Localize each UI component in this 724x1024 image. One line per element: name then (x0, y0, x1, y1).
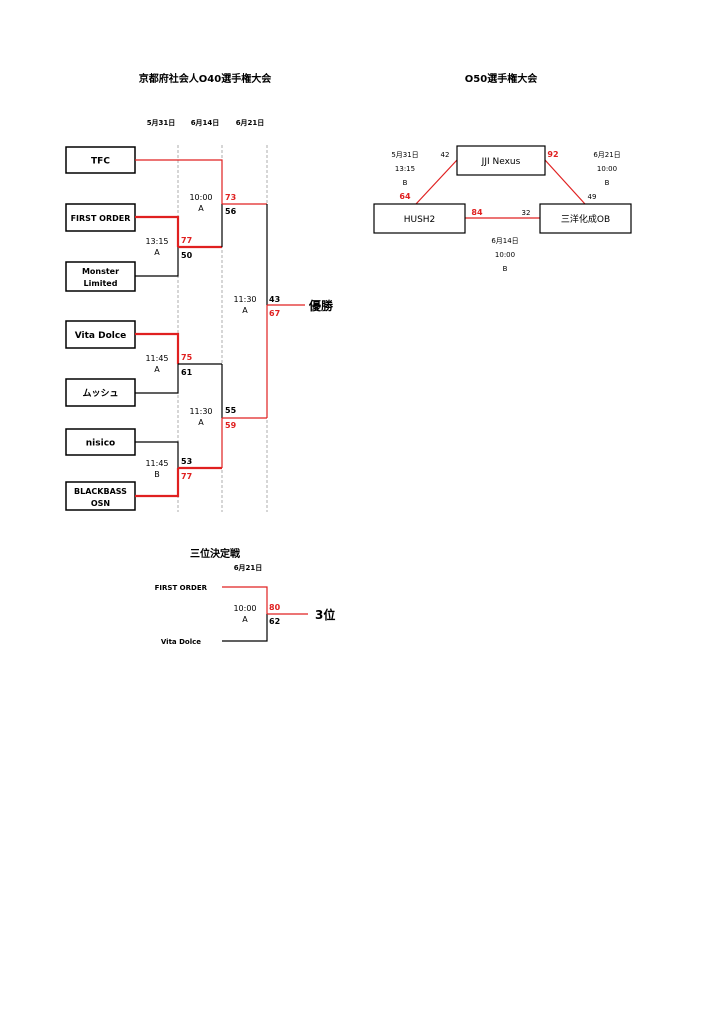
o50-game1-court: B (403, 179, 408, 187)
match5-score-bottom: 59 (225, 421, 237, 430)
team-label: nisico (86, 439, 115, 449)
o50-game3-time: 10:00 (495, 251, 515, 259)
o50-line-top-right (544, 159, 586, 205)
match3-court: B (154, 470, 160, 479)
third-path-top (222, 586, 268, 614)
third-place-team-top: FIRST ORDER (155, 584, 208, 592)
team-box-vita-dolce: Vita Dolce (65, 320, 136, 349)
match2-time: 11:45 (145, 354, 168, 363)
team-label-line1: BLACKBASS (74, 487, 127, 496)
o50-game3-court: B (503, 265, 508, 273)
match1-court: A (154, 248, 160, 257)
team-box-tfc: TFC (65, 146, 136, 174)
match1-score-top: 77 (181, 236, 192, 245)
o50-team-box-hush2: HUSH2 (373, 203, 466, 234)
match2-score-top: 75 (181, 353, 193, 362)
final-score-top: 43 (269, 295, 280, 304)
match3-time: 11:45 (145, 459, 168, 468)
path-nisico (135, 441, 179, 468)
final-time: 11:30 (233, 295, 256, 304)
o50-line-top-left (415, 159, 458, 205)
o40-title: 京都府社会人O40選手権大会 (139, 72, 271, 85)
o40-date-round2: 6月14日 (191, 119, 220, 127)
team-label-line2: OSN (91, 499, 110, 508)
match5-court: A (198, 418, 204, 427)
team-label: Vita Dolce (75, 331, 127, 341)
o50-game3-date: 6月14日 (491, 237, 518, 245)
team-box-first-order: FIRST ORDER (65, 203, 136, 232)
o50-game1-score-jji: 42 (441, 151, 450, 159)
o50-game2-score-jji: 92 (547, 150, 558, 159)
path-blackbass (135, 468, 180, 498)
team-label: TFC (91, 157, 110, 167)
team-label: 三洋化成OB (561, 213, 610, 225)
match4-time: 10:00 (189, 193, 212, 202)
team-box-nisico: nisico (65, 428, 136, 456)
match3-score-bottom: 77 (181, 472, 192, 481)
o50-title: O50選手権大会 (465, 72, 537, 85)
third-path-bottom (222, 614, 268, 642)
o50-game3-score-sanyo: 32 (522, 209, 531, 217)
team-label-line2: Limited (84, 279, 118, 288)
third-place-team-bottom: Vita Dolce (161, 638, 201, 646)
o50-game1-score-hush2: 64 (399, 192, 411, 201)
team-label: ムッシュ (82, 388, 118, 399)
path-tfc (135, 159, 223, 204)
team-label: HUSH2 (404, 215, 436, 225)
path-monsieur (135, 364, 179, 394)
team-box-monsieur: ムッシュ (65, 378, 136, 407)
third-place-title: 三位決定戦 (190, 547, 241, 560)
match4-court: A (198, 204, 204, 213)
o40-date-round3: 6月21日 (236, 119, 265, 127)
o50-game2-court: B (605, 179, 610, 187)
match5-score-top: 55 (225, 406, 237, 415)
final-court: A (242, 306, 248, 315)
match5-time: 11:30 (189, 407, 212, 416)
third-place-court: A (242, 615, 248, 624)
match1-score-bottom: 50 (181, 251, 193, 260)
o50-team-box-jji-nexus: JJI Nexus (456, 145, 546, 176)
third-place-date: 6月21日 (234, 564, 263, 572)
o50-game2-date: 6月21日 (593, 151, 620, 159)
path-first-order (135, 215, 180, 247)
team-label-line1: Monster (82, 267, 119, 276)
o50-game2-time: 10:00 (597, 165, 617, 173)
match3-score-top: 53 (181, 457, 192, 466)
team-label: FIRST ORDER (71, 214, 131, 223)
final-score-bottom: 67 (269, 309, 280, 318)
champion-label: 優勝 (308, 298, 334, 313)
team-box-blackbass-osn: BLACKBASS OSN (65, 481, 136, 511)
match2-court: A (154, 365, 160, 374)
o50-team-box-sanyo-kasei-ob: 三洋化成OB (539, 203, 632, 234)
match4-score-top: 73 (225, 193, 236, 202)
third-place-result-label: 3位 (315, 607, 335, 622)
match2-score-bottom: 61 (181, 368, 193, 377)
o50-game1-time: 13:15 (395, 165, 415, 173)
o40-date-round1: 5月31日 (147, 119, 176, 127)
path-vita-dolce (135, 332, 180, 364)
match1-time: 13:15 (145, 237, 168, 246)
o50-game1-date: 5月31日 (391, 151, 418, 159)
team-box-monster-limited: Monster Limited (65, 261, 136, 292)
path-monster-limited (135, 247, 179, 277)
o50-game2-score-sanyo: 49 (588, 193, 597, 201)
match4-score-bottom: 56 (225, 207, 237, 216)
third-score-top: 80 (269, 603, 281, 612)
team-label: JJI Nexus (481, 157, 521, 167)
third-place-time: 10:00 (233, 604, 256, 613)
o50-game3-score-hush2: 84 (471, 208, 483, 217)
third-score-bottom: 62 (269, 617, 280, 626)
